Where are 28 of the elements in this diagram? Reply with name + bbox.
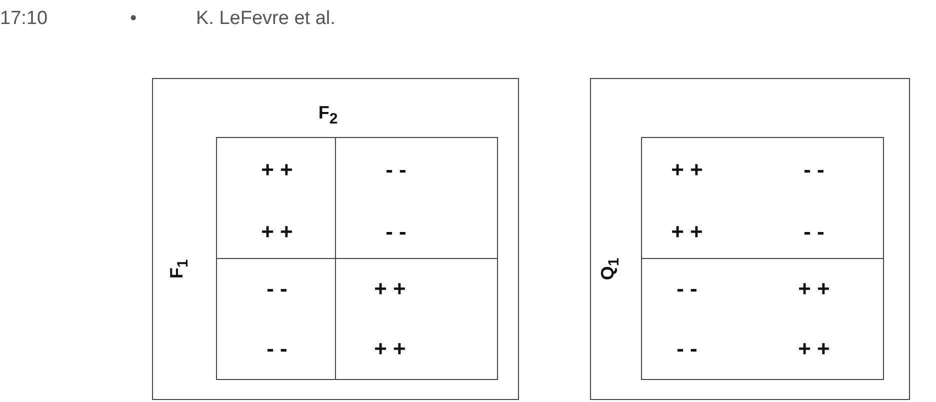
sign-marks: + + [671, 159, 703, 181]
sign-marks: - - [804, 159, 824, 181]
sign-marks: + + [374, 278, 406, 300]
plot-quadrant [216, 258, 336, 380]
plot-panel [590, 78, 910, 400]
sign-marks: + + [671, 221, 703, 243]
sign-marks: - - [676, 338, 698, 360]
plot-quadrant [641, 137, 884, 259]
bullet: • [130, 8, 137, 30]
plot-quadrant [335, 258, 498, 380]
sign-marks: - - [386, 221, 406, 243]
sign-marks: - - [266, 278, 288, 300]
plot-quadrant [641, 258, 884, 380]
sign-marks: - - [386, 159, 406, 181]
plot-quadrant [335, 137, 498, 259]
sign-marks: + + [261, 159, 293, 181]
axis-label: F$_{2}$ [318, 104, 338, 128]
plot-panel [152, 78, 519, 400]
sign-marks: + + [798, 278, 830, 300]
sign-marks: + + [798, 338, 830, 360]
sign-marks: - - [266, 338, 288, 360]
author-line: K. LeFevre et al. [196, 8, 336, 30]
sign-marks: + + [374, 338, 406, 360]
sign-marks: + + [261, 221, 293, 243]
sign-marks: - - [676, 278, 698, 300]
sign-marks: - - [804, 221, 824, 243]
page-number: 17:10 [0, 8, 48, 30]
plot-quadrant [216, 137, 336, 259]
